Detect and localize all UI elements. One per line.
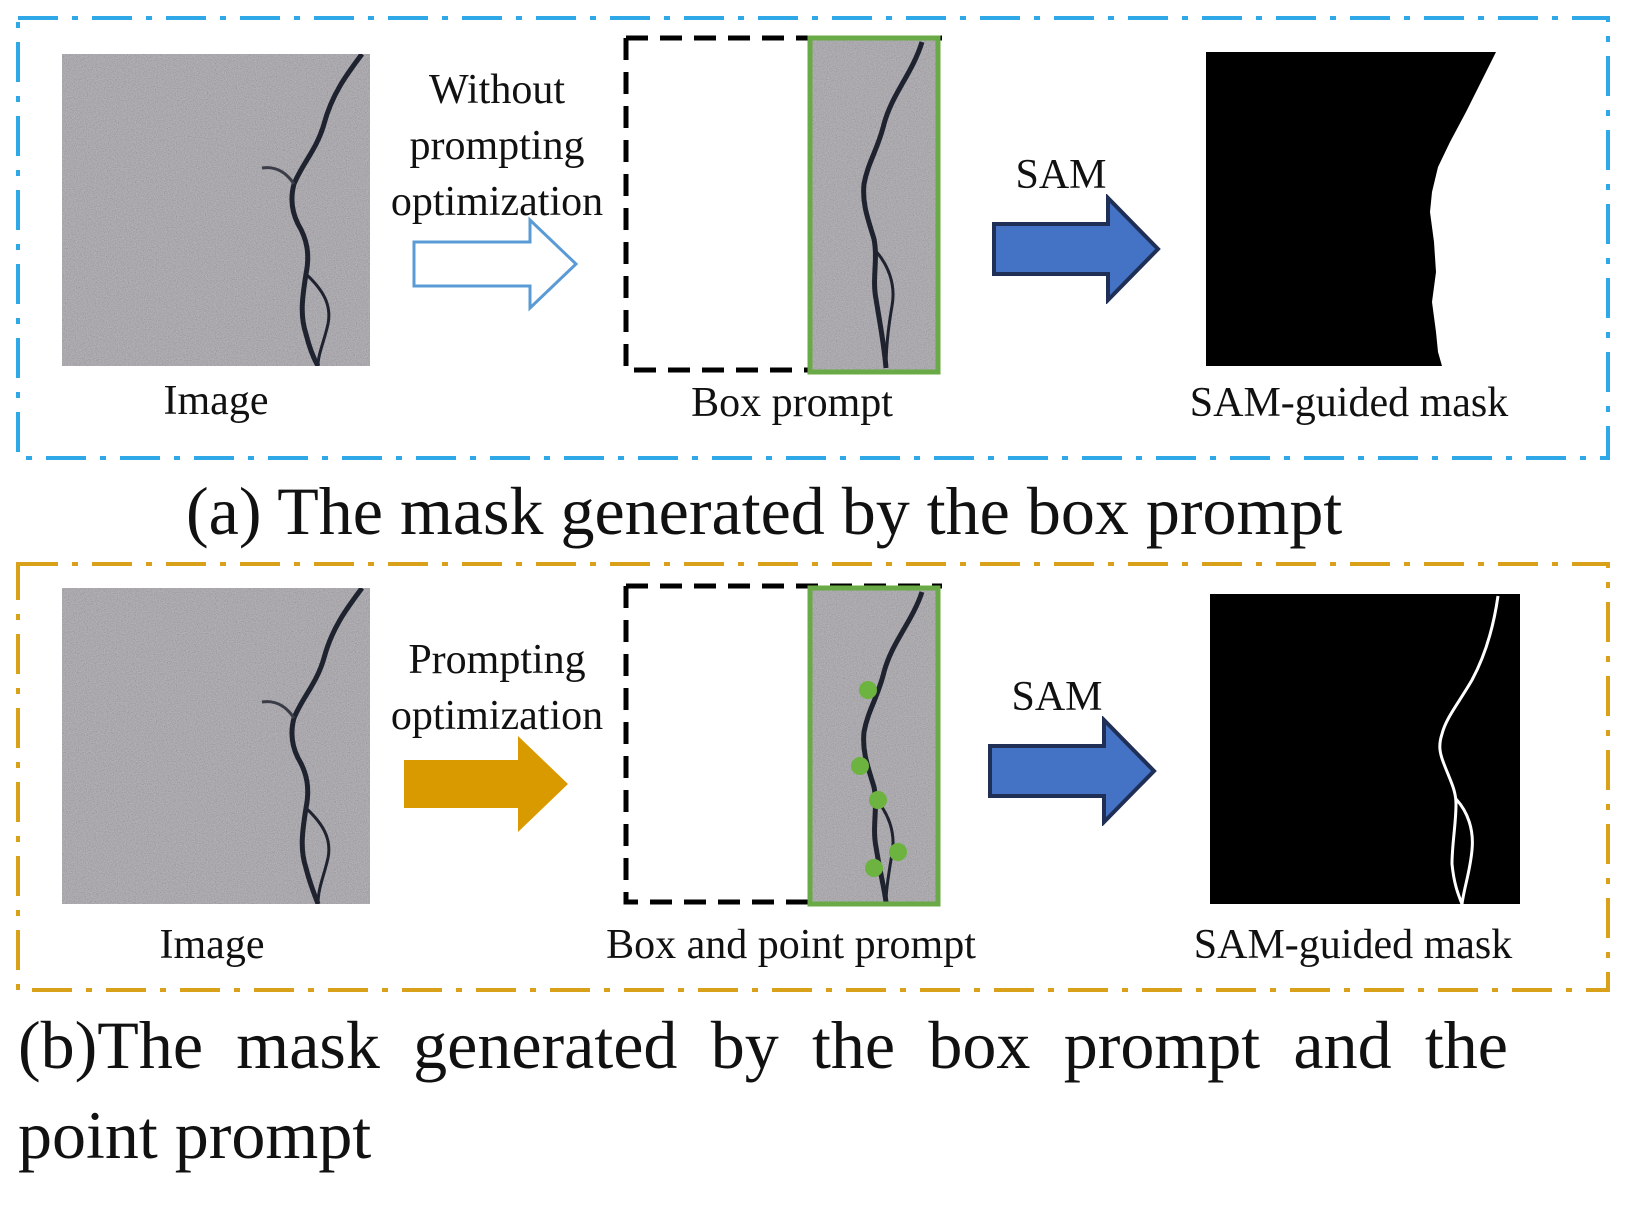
image-label-b: Image: [159, 922, 265, 968]
step-text-b-line2: optimization: [390, 693, 604, 739]
panel-a: Image Without prompting optimization Box…: [16, 16, 1610, 460]
caption-b: (b)The mask generated by the box prompt …: [18, 1007, 1508, 1173]
caption-a: (a) The mask generated by the box prompt: [186, 473, 1343, 549]
step-text-a-line2: prompting: [409, 123, 585, 169]
box-point-prompt-label-b: Box and point prompt: [606, 922, 976, 968]
mask-label-b: SAM-guided mask: [1193, 922, 1513, 968]
point-prompt-4: [889, 843, 907, 861]
step-text-a-line3: optimization: [390, 179, 604, 225]
mask-label-a: SAM-guided mask: [1189, 380, 1509, 426]
step-text-b: Prompting optimization: [372, 632, 622, 744]
crack-image-b: [62, 588, 370, 904]
step-text-a: Without prompting optimization: [372, 62, 622, 230]
panel-a-frame: [16, 16, 1610, 460]
panel-b: Image Prompting optimization Box and poi…: [16, 562, 1610, 992]
sam-mask-a: [1206, 52, 1516, 366]
step-text-a-line1: Without: [429, 67, 565, 113]
sam-label-a: SAM: [1015, 152, 1107, 198]
image-label-a: Image: [163, 378, 269, 424]
sam-mask-b: [1210, 594, 1520, 904]
sam-arrow-icon-a: [992, 194, 1161, 304]
filled-arrow-icon: [404, 736, 568, 832]
step-text-b-line1: Prompting: [408, 637, 586, 683]
sam-arrow-icon-b: [988, 716, 1157, 826]
box-prompt-a: [623, 35, 942, 375]
crack-image: [62, 54, 370, 366]
point-prompt-3: [869, 791, 887, 809]
point-prompt-5: [865, 859, 883, 877]
panel-b-frame: [16, 562, 1610, 992]
box-prompt-label-a: Box prompt: [691, 380, 893, 426]
outline-arrow-icon: [412, 216, 579, 312]
sam-label-b: SAM: [1011, 674, 1103, 720]
point-prompt-1: [859, 681, 877, 699]
box-point-prompt-b: [623, 583, 942, 907]
point-prompt-2: [851, 757, 869, 775]
